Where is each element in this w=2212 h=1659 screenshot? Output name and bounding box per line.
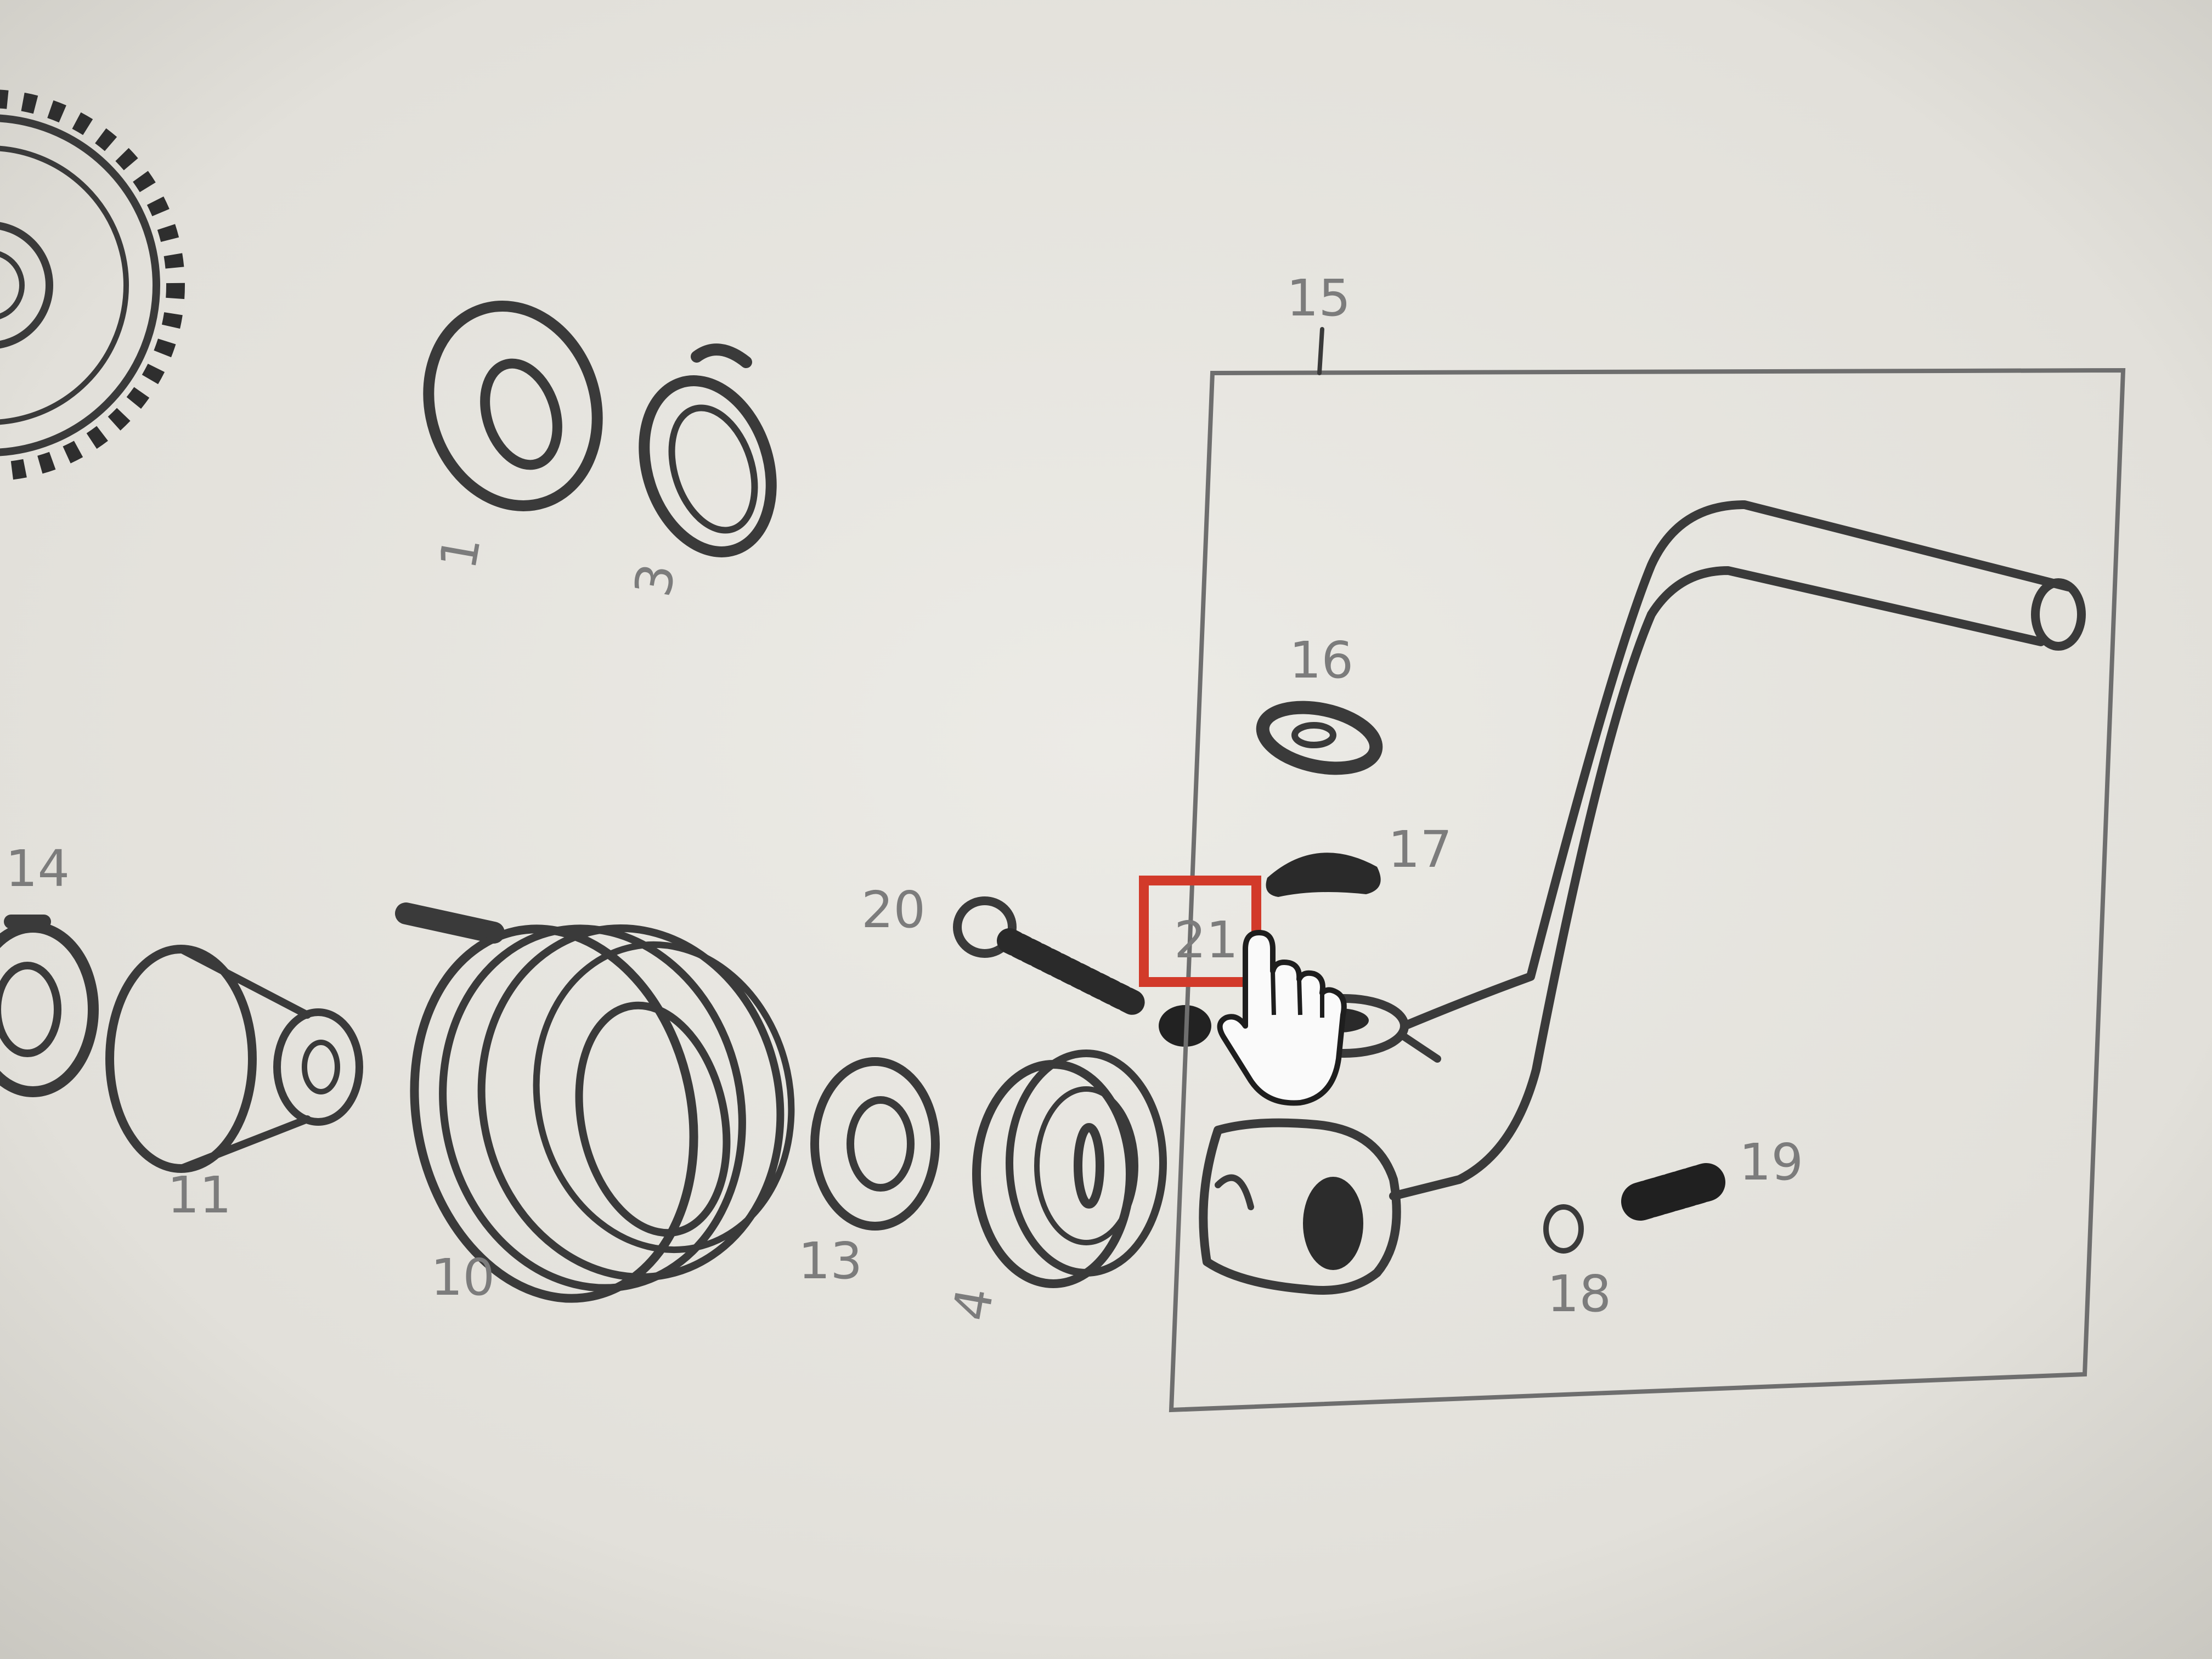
hand-pointer-icon <box>1217 930 1347 1106</box>
callout-20: 20 <box>861 881 926 939</box>
callout-10: 10 <box>431 1248 495 1307</box>
callout-21: 21 <box>1174 911 1238 969</box>
callout-14: 14 <box>5 839 70 898</box>
part-1-washer[interactable] <box>403 284 623 528</box>
part-14-circlip[interactable] <box>0 915 99 1097</box>
gear-part[interactable] <box>0 89 185 481</box>
part-19-spring[interactable] <box>1621 1163 1725 1221</box>
part-13-washer[interactable] <box>810 1057 940 1231</box>
part-11-spindle[interactable] <box>105 945 363 1173</box>
part-18-ring[interactable] <box>1543 1204 1584 1254</box>
part-17-washer[interactable] <box>1266 853 1381 897</box>
callout-16: 16 <box>1289 631 1353 690</box>
part-15-assembly-box <box>1169 327 2126 1413</box>
callout-15: 15 <box>1286 269 1351 328</box>
callout-18: 18 <box>1547 1265 1611 1323</box>
part-15-kick-lever[interactable] <box>1199 500 2086 1295</box>
part-3-clip[interactable] <box>623 343 792 568</box>
part-4-bushing[interactable] <box>972 1049 1167 1288</box>
part-10-spring[interactable] <box>381 900 819 1325</box>
part-16-rubber[interactable] <box>1256 698 1383 777</box>
callout-labels: 15 1 3 4 10 11 13 14 16 17 18 19 20 <box>5 269 1803 1325</box>
callout-19: 19 <box>1739 1133 1803 1192</box>
callout-13: 13 <box>798 1232 862 1290</box>
callout-17: 17 <box>1388 820 1452 879</box>
callout-11: 11 <box>167 1166 232 1224</box>
part-20-bolt[interactable] <box>953 896 1211 1047</box>
